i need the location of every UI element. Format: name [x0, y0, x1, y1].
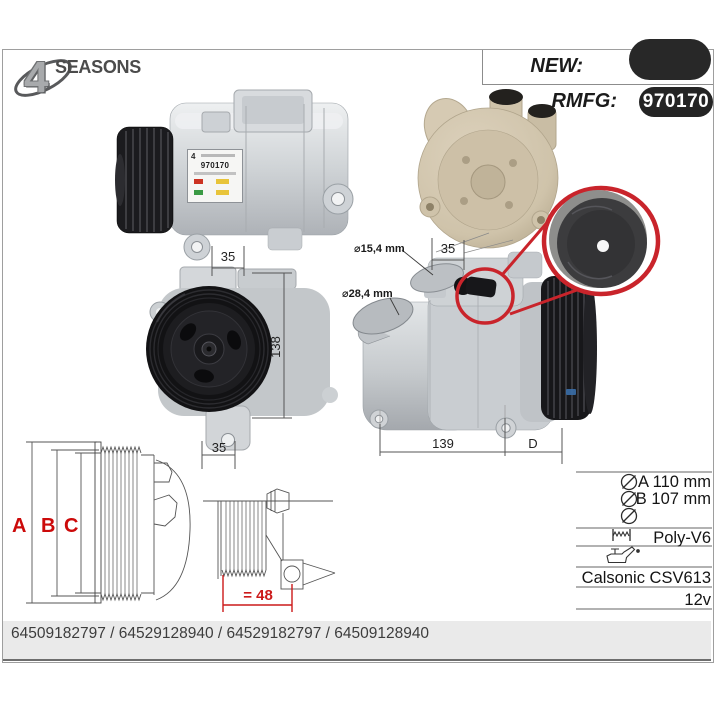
brand-logo-4: 4: [24, 53, 49, 102]
unit-label-brand: 4: [191, 152, 196, 161]
dim-139-d-lines: [379, 418, 563, 464]
dim-front-height: 138: [267, 336, 283, 358]
diameter-icon: [620, 507, 638, 525]
unit-label: 4 970170: [187, 149, 243, 203]
dim-138-lines: [252, 272, 292, 419]
suction-port-disc: [410, 263, 464, 298]
label-yellow-chip: [216, 190, 229, 195]
dim-letter-b: B: [41, 515, 56, 537]
sheet-frame: [2, 49, 714, 663]
oe-numbers-strip: [3, 621, 711, 661]
spec-belt-type: Poly-V6: [653, 529, 711, 547]
dim-front-width: 35: [211, 440, 227, 455]
belt-groove-icon: [612, 529, 631, 541]
new-label: NEW:: [530, 55, 583, 77]
pulley-angle: [541, 276, 597, 420]
dim-rear-35-lines: [431, 238, 465, 270]
oil-can-icon: [606, 546, 640, 564]
brand-swoosh-icon: [14, 59, 72, 97]
port-small-diameter-label: ⌀15,4 mm: [354, 243, 405, 255]
spec-diameter-a: A 110 mm: [637, 473, 711, 491]
header-box-divider-h: [482, 84, 713, 85]
blue-mark: [566, 389, 576, 395]
port-cap: [528, 104, 556, 118]
discharge-port-disc: [352, 297, 414, 345]
pulley-front: [146, 286, 272, 412]
leader-lines: [389, 249, 434, 316]
spec-diameter-b: B 107 mm: [635, 490, 711, 508]
shaft-hole: [597, 240, 609, 252]
rmfg-part-number: 970170: [642, 91, 710, 112]
diameter-icon: [620, 473, 638, 491]
highlight-circle: [455, 267, 515, 325]
spec-voltage: 12v: [684, 591, 711, 609]
dim-pulley-depth: D: [528, 436, 538, 451]
header-box-divider-v: [482, 50, 483, 85]
belt-width-dim: [222, 575, 293, 612]
unit-label-number: 970170: [200, 161, 230, 170]
dim-rear-width: 35: [440, 241, 456, 256]
label-yellow-chip: [216, 179, 229, 184]
spec-table-rules: [576, 471, 712, 610]
oe-numbers-text: 64509182797 / 64529128940 / 64529182797 …: [11, 625, 430, 642]
magnifier-detail: [455, 185, 661, 325]
dim-belt-width: = 48: [243, 587, 273, 604]
new-part-pill: [629, 39, 711, 80]
unit-label-bar: [194, 172, 236, 175]
label-red-chip: [194, 179, 203, 184]
pulley-section-drawing: [26, 441, 191, 604]
label-green-chip: [194, 190, 203, 195]
dim-side-35-lines: [211, 246, 245, 276]
diameter-icon: [620, 490, 638, 508]
spec-compressor-model: Calsonic CSV613: [581, 569, 711, 587]
port-cap: [489, 89, 523, 105]
pulley-width-drawing: [203, 488, 336, 590]
compressor-front-photo: [146, 266, 338, 451]
compressor-rear-photo: [417, 89, 559, 254]
rmfg-part-pill: 970170: [639, 87, 713, 117]
unit-label-bar: [201, 154, 235, 157]
dim-body-length: 139: [432, 436, 454, 451]
brand-logo-name: SEASONS: [55, 57, 141, 77]
dimension-lines: [201, 238, 563, 469]
rmfg-label: RMFG:: [551, 90, 617, 112]
compressor-angle-photo: [352, 249, 597, 439]
dim-letter-a: A: [12, 515, 27, 537]
dim-side-width: 35: [220, 249, 236, 264]
dim-letter-c: C: [64, 515, 79, 537]
dim-front-35-lines: [201, 441, 236, 469]
port-large-diameter-label: ⌀28,4 mm: [342, 288, 393, 300]
